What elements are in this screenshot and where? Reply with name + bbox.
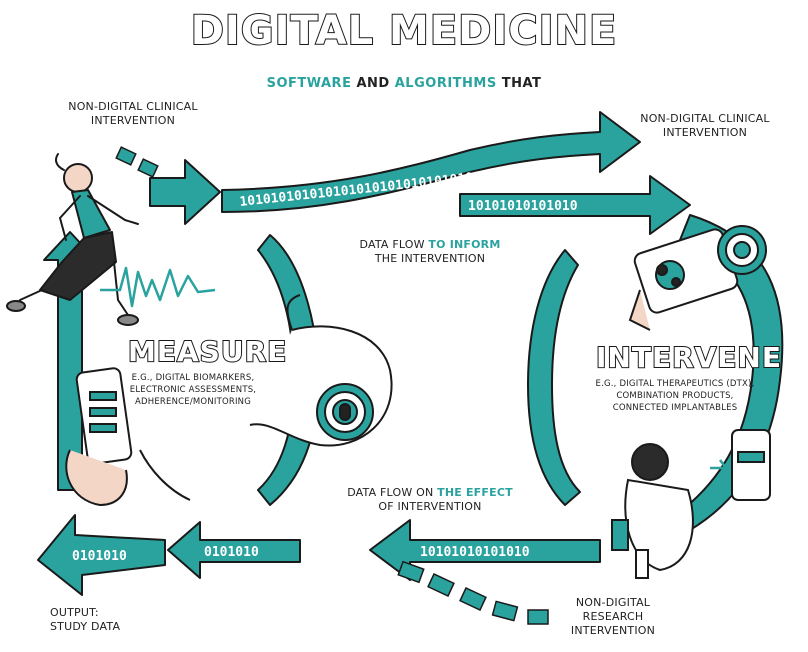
output-label: OUTPUT: STUDY DATA	[50, 606, 170, 634]
binary-bottom-mid: 0101010	[204, 545, 259, 560]
ecg-wave	[100, 266, 216, 308]
subtitle-software: SOFTWARE	[266, 76, 352, 91]
bottom-band-left	[37, 514, 166, 596]
measure-heading: MEASURE	[127, 335, 288, 369]
flow-inform-pre: DATA FLOW	[359, 238, 425, 251]
ndi-right-line2: INTERVENTION	[662, 126, 748, 139]
subtitle-and: AND	[356, 76, 390, 91]
flow-effect-label: DATA FLOW ON THE EFFECT OF INTERVENTION	[320, 486, 540, 514]
intervene-line3: CONNECTED IMPLANTABLES	[612, 403, 738, 413]
dash-top-1	[115, 146, 137, 166]
intervene-line2: COMBINATION PRODUCTS,	[616, 391, 734, 401]
dash-bottom-5	[527, 609, 549, 625]
ndr-label: NON-DIGITAL RESEARCH INTERVENTION	[548, 596, 678, 638]
ndr-line2: RESEARCH	[582, 610, 644, 623]
subtitle: SOFTWARE AND ALGORITHMS THAT	[0, 76, 808, 91]
inner-arc-right	[527, 249, 581, 506]
binary-bottom-right: 10101010101010	[420, 545, 530, 560]
output-line1: OUTPUT:	[50, 606, 99, 619]
intervene-heading: INTERVENE	[595, 341, 782, 375]
intervene-examples: E.G., DIGITAL THERAPEUTICS (DTX), COMBIN…	[570, 378, 780, 414]
binary-bottom-left: 0101010	[72, 549, 127, 564]
top-band-upper	[221, 111, 641, 213]
top-band-lower	[459, 175, 691, 235]
stomach-illustration	[249, 294, 393, 447]
dash-bottom-4	[491, 600, 519, 622]
dash-top-2	[137, 158, 159, 178]
ndi-right-label: NON-DIGITAL CLINICAL INTERVENTION	[620, 112, 790, 140]
ndi-left-line2: INTERVENTION	[90, 114, 176, 127]
intervene-line1: E.G., DIGITAL THERAPEUTICS (DTX),	[595, 379, 755, 389]
binary-top-lower: 10101010101010	[468, 199, 578, 214]
woman-with-phone-illustration	[611, 429, 771, 579]
dash-bottom-3	[459, 587, 487, 611]
measure-line2: ELECTRONIC ASSESSMENTS,	[129, 385, 257, 395]
dash-bottom-2	[427, 573, 455, 597]
bottom-band-mid	[167, 521, 301, 579]
page-title: DIGITAL MEDICINE	[190, 7, 618, 55]
flow-inform-highlight: TO INFORM	[428, 238, 501, 251]
flow-inform-post: THE INTERVENTION	[374, 252, 486, 265]
flow-effect-pre: DATA FLOW ON	[347, 486, 434, 499]
subtitle-algorithms: ALGORITHMS	[394, 76, 497, 91]
measure-line3: ADHERENCE/MONITORING	[134, 397, 252, 407]
subtitle-that: THAT	[501, 76, 542, 91]
measure-examples: E.G., DIGITAL BIOMARKERS, ELECTRONIC ASS…	[118, 372, 268, 408]
phone-in-hand-illustration	[65, 367, 191, 507]
flow-inform-label: DATA FLOW TO INFORM THE INTERVENTION	[330, 238, 530, 266]
flow-effect-highlight: THE EFFECT	[437, 486, 513, 499]
runner-illustration	[6, 153, 139, 326]
output-line2: STUDY DATA	[50, 620, 121, 633]
top-entry-arrow	[149, 159, 221, 225]
ndr-line1: NON-DIGITAL	[575, 596, 651, 609]
ndi-right-line1: NON-DIGITAL CLINICAL	[640, 112, 770, 125]
bottom-band-right	[369, 519, 601, 581]
dash-bottom-1	[397, 560, 425, 584]
flow-effect-post: OF INTERVENTION	[378, 500, 482, 513]
measure-line1: E.G., DIGITAL BIOMARKERS,	[131, 373, 255, 383]
tablet-illustration	[628, 225, 767, 331]
ndi-left-label: NON-DIGITAL CLINICAL INTERVENTION	[58, 100, 208, 128]
ndr-line3: INTERVENTION	[570, 624, 656, 637]
ndi-left-line1: NON-DIGITAL CLINICAL	[68, 100, 198, 113]
